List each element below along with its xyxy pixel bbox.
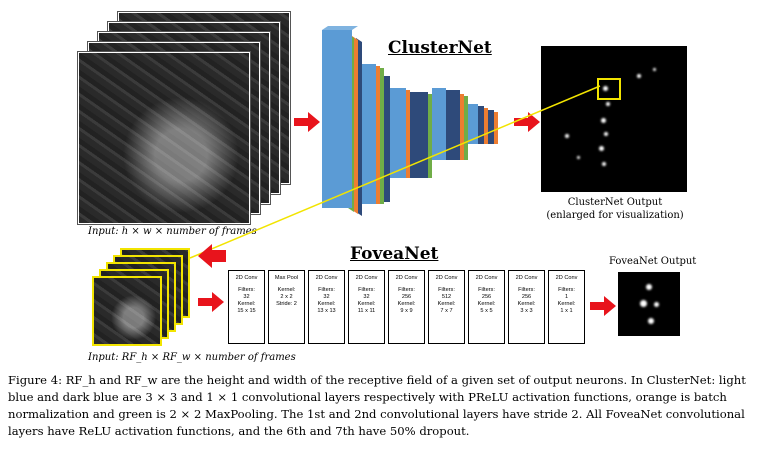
clusternet-output-caption: ClusterNet Output (enlarged for visualiz… [545, 196, 685, 222]
foveanet-layer-3: 2D Conv Filters: 32 Kernel: 13 x 13 [308, 270, 345, 344]
foveanet-output-label: FoveaNet Output [609, 256, 697, 267]
arrow-right-icon [294, 112, 320, 132]
layer-detail: 11 x 11 [357, 308, 376, 314]
clusternet-block-3 [390, 88, 432, 178]
layer-detail: Kernel: [397, 301, 416, 307]
foveanet-layer-4: 2D Conv Filters: 32 Kernel: 11 x 11 [348, 270, 385, 344]
layer-detail: 1 x 1 [560, 308, 573, 314]
foveanet-layer-8: 2D Conv Filters: 256 Kernel: 3 x 3 [508, 270, 545, 344]
foveanet-layer-1: 2D Conv Filters: 32 Kernel: 15 x 15 [228, 270, 265, 344]
layer-detail: Kernel: [317, 301, 336, 307]
layer-type: 2D Conv [235, 275, 258, 281]
layer-type: 2D Conv [395, 275, 418, 281]
layer-detail: Filters: [358, 287, 375, 293]
layer-detail: 256 [521, 294, 532, 300]
arrow-left-icon [198, 244, 226, 268]
arrow-right-icon [514, 112, 540, 132]
layer-detail: Filters: [318, 287, 335, 293]
layer-detail: Filters: [478, 287, 495, 293]
foveanet-layer-7: 2D Conv Filters: 256 Kernel: 5 x 5 [468, 270, 505, 344]
layer-detail: Kernel: [277, 287, 296, 293]
layer-detail: Kernel: [357, 301, 376, 307]
layer-detail: Kernel: [477, 301, 496, 307]
layer-detail: Filters: [398, 287, 415, 293]
foveanet-title: FoveaNet [350, 244, 439, 264]
receptive-field-connector [189, 85, 601, 259]
layer-type: 2D Conv [555, 275, 578, 281]
layer-detail: Filters: [558, 287, 575, 293]
layer-detail: Kernel: [237, 301, 256, 307]
layer-detail: Filters: [238, 287, 255, 293]
layer-detail: 512 [441, 294, 452, 300]
clusternet-title: ClusterNet [388, 38, 492, 58]
clusternet-block-4 [432, 88, 468, 160]
foveanet-layer-9: 2D Conv Filters: 1 Kernel: 1 x 1 [548, 270, 585, 344]
arrow-right-icon [198, 292, 224, 312]
layer-detail: 256 [401, 294, 412, 300]
clusternet-input-label: Input: h × w × number of frames [88, 226, 257, 237]
layer-type: 2D Conv [355, 275, 378, 281]
layer-detail: 9 x 9 [400, 308, 413, 314]
layer-type: 2D Conv [475, 275, 498, 281]
layer-detail: 3 x 3 [520, 308, 533, 314]
output-caption-line2: (enlarged for visualization) [546, 210, 684, 221]
layer-detail: 7 x 7 [440, 308, 453, 314]
layer-detail: 13 x 13 [317, 308, 336, 314]
layer-detail: Kernel: [437, 301, 456, 307]
layer-detail: Filters: [438, 287, 455, 293]
layer-type: 2D Conv [515, 275, 538, 281]
layer-detail: 2 x 2 [280, 294, 293, 300]
layer-detail: 32 [323, 294, 330, 300]
layer-detail: Kernel: [557, 301, 576, 307]
output-caption-line1: ClusterNet Output [567, 197, 663, 208]
layer-detail: Kernel: [517, 301, 536, 307]
layer-detail: Stride: 2 [276, 301, 297, 307]
layer-detail: 32 [363, 294, 370, 300]
clusternet-block-2 [362, 64, 390, 204]
receptive-field-highlight [597, 78, 621, 100]
figure-caption: Figure 4: RF_h and RF_w are the height a… [8, 373, 746, 438]
layer-type: 2D Conv [315, 275, 338, 281]
layer-detail: 5 x 5 [480, 308, 493, 314]
clusternet-block-5 [468, 104, 498, 144]
clusternet-layers [322, 26, 498, 216]
arrow-right-icon [590, 296, 616, 316]
clusternet-output-image [541, 46, 687, 192]
layer-detail: 32 [243, 294, 250, 300]
foveanet-layer-2: Max Pool Kernel: 2 x 2 Stride: 2 [268, 270, 305, 344]
layer-type: Max Pool [274, 275, 299, 281]
layer-detail: Filters: [518, 287, 535, 293]
foveanet-input-label: Input: RF_h × RF_w × number of frames [88, 352, 296, 363]
foveanet-layer-6: 2D Conv Filters: 512 Kernel: 7 x 7 [428, 270, 465, 344]
foveanet-output-image [618, 272, 680, 336]
layer-detail: 15 x 15 [237, 308, 256, 314]
layer-detail: 1 [564, 294, 569, 300]
foveanet-layer-5: 2D Conv Filters: 256 Kernel: 9 x 9 [388, 270, 425, 344]
layer-type: 2D Conv [435, 275, 458, 281]
clusternet-block-1 [322, 26, 362, 216]
layer-detail: 256 [481, 294, 492, 300]
